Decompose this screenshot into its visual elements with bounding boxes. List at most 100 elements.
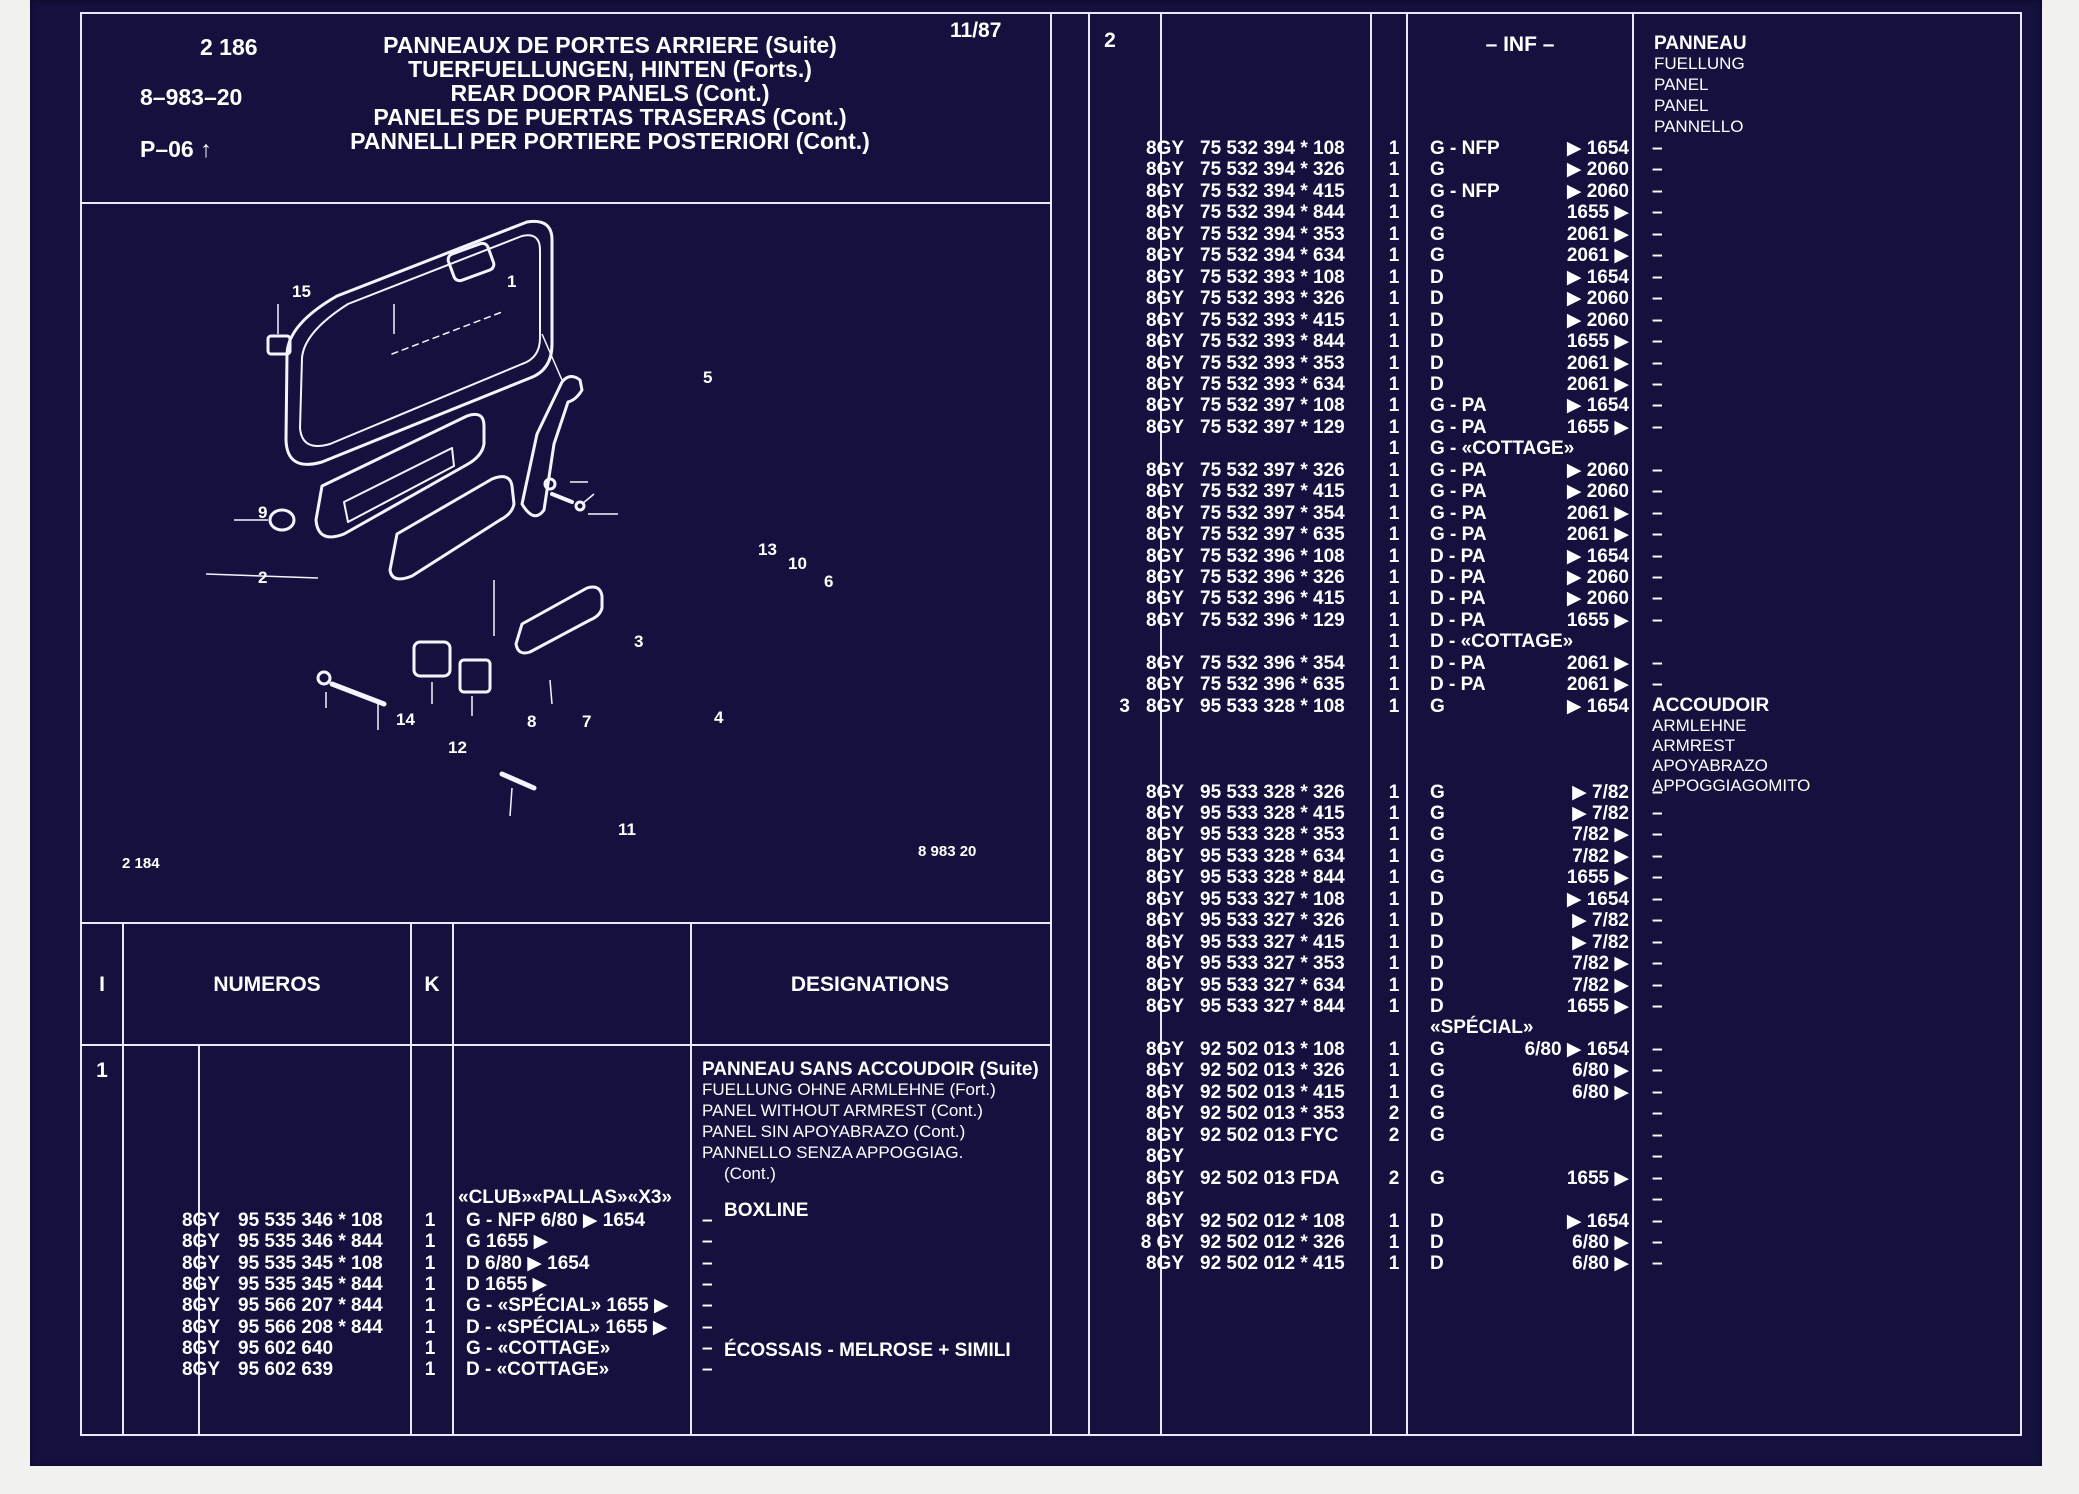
lower-row-dash: –: [702, 1274, 713, 1295]
right-row-inf: 1655 ▶: [1566, 417, 1629, 438]
lower-row-condition: D 1655 ▶: [466, 1274, 548, 1295]
right-row-inf: ▶ 7/82: [1572, 910, 1629, 931]
right-row-model: 8GY: [1145, 567, 1184, 588]
right-row-qty: 1: [1388, 953, 1400, 974]
right-row-dash: –: [1652, 867, 1663, 888]
right-row-inf: 7/82 ▶: [1572, 824, 1629, 845]
right-row-dash: –: [1652, 159, 1663, 180]
right-row-side: D: [1430, 1253, 1444, 1274]
right-row-qty: 1: [1388, 1082, 1400, 1103]
right-row-dash: –: [1652, 546, 1663, 567]
lower-row-model: 8GY: [181, 1338, 220, 1359]
designation-armrest-block: ACCOUDOIR ARMLEHNE ARMREST APOYABRAZO AP…: [1652, 696, 1810, 797]
right-row-qty: 1: [1388, 159, 1400, 180]
lower-des-es: PANEL SIN APOYABRAZO (Cont.): [702, 1122, 966, 1141]
right-row-inf: 2061 ▶: [1566, 245, 1629, 266]
right-row-qty: 1: [1388, 181, 1400, 202]
right-row-dash: –: [1652, 331, 1663, 352]
right-row-dash: –: [1652, 310, 1663, 331]
lower-row-dash: –: [702, 1359, 713, 1380]
lower-row-model: 8GY: [181, 1317, 220, 1338]
lower-row-dash: –: [702, 1210, 713, 1231]
lower-des-it: PANNELLO SENZA APPOGGIAG.: [702, 1143, 964, 1162]
right-row-qty: 1: [1388, 653, 1400, 674]
right-row-model: 8GY: [1145, 1103, 1184, 1124]
right-row-inf: ▶ 2060: [1566, 588, 1629, 609]
right-row-qty: 1: [1388, 438, 1400, 459]
right-col-line-5: [1632, 12, 1634, 1436]
right-row-part-number: 75 532 393 * 108: [1200, 267, 1345, 288]
figure-group-code: 8 983 20: [918, 843, 977, 860]
des-armrest-fr: ACCOUDOIR: [1652, 695, 1770, 716]
lower-row-dash: –: [702, 1317, 713, 1338]
right-row-side: D - PA: [1430, 674, 1486, 695]
right-row-part-number: 92 502 013 * 108: [1200, 1039, 1345, 1060]
right-row-qty: 1: [1388, 910, 1400, 931]
right-row-model: 8GY: [1145, 374, 1184, 395]
right-row-model: 8GY: [1145, 803, 1184, 824]
right-row-qty: 1: [1388, 1039, 1400, 1060]
lower-table-top: [80, 922, 1050, 924]
right-row-inf: 6/80 ▶: [1572, 1232, 1629, 1253]
right-col-line-3: [1370, 12, 1372, 1436]
right-row-side: G: [1430, 696, 1445, 717]
right-row-part-number: 95 533 327 * 326: [1200, 910, 1345, 931]
lower-row-model: 8GY: [181, 1210, 220, 1231]
lower-col-line-3: [410, 922, 412, 1436]
right-row-side: G - PA: [1430, 460, 1487, 481]
right-row-inf: 6/80 ▶: [1572, 1253, 1629, 1274]
lower-row-part-number: 95 566 208 * 844: [238, 1317, 383, 1338]
right-row-side: D - PA: [1430, 588, 1486, 609]
right-row-qty: 1: [1388, 481, 1400, 502]
right-row-part-number: 95 533 328 * 415: [1200, 803, 1345, 824]
lower-row-condition: G - «COTTAGE»: [466, 1338, 611, 1359]
title-de: TUERFUELLUNGEN, HINTEN (Forts.): [408, 56, 812, 82]
right-row-dash: –: [1652, 567, 1663, 588]
lower-ref: 1: [96, 1059, 108, 1082]
right-row-part-number: 92 502 013 * 353: [1200, 1103, 1345, 1124]
right-row-part-number: 92 502 012 * 415: [1200, 1253, 1345, 1274]
right-row-dash: –: [1652, 1125, 1663, 1146]
des-panel-es: PANEL: [1654, 96, 1709, 115]
right-row-model: 8GY: [1145, 331, 1184, 352]
right-row-model: 8GY: [1145, 910, 1184, 931]
right-row-inf: 2061 ▶: [1566, 353, 1629, 374]
des-armrest-de: ARMLEHNE: [1652, 716, 1747, 735]
right-row-qty: 1: [1388, 889, 1400, 910]
center-divider: [1050, 12, 1052, 1436]
right-row-model: 8GY: [1145, 288, 1184, 309]
right-row-side: G: [1430, 1103, 1445, 1124]
right-row-dash: –: [1652, 417, 1663, 438]
right-row-dash: –: [1652, 932, 1663, 953]
col-header-designations: DESIGNATIONS: [790, 973, 950, 996]
lower-des-de: FUELLUNG OHNE ARMLEHNE (Fort.): [702, 1080, 996, 1099]
lower-col-line-5: [690, 922, 692, 1436]
right-col-line-1: [1088, 12, 1090, 1436]
right-row-side: D: [1430, 932, 1444, 953]
right-row-model: 8GY: [1145, 245, 1184, 266]
right-row-side: G: [1430, 1039, 1445, 1060]
right-row-dash: –: [1652, 503, 1663, 524]
lower-row-part-number: 95 535 345 * 844: [238, 1274, 383, 1295]
right-row-inf: ▶ 2060: [1566, 288, 1629, 309]
right-row-part-number: 75 532 394 * 415: [1200, 181, 1345, 202]
des-panel-fr: PANNEAU: [1654, 33, 1747, 54]
lower-col-line-1: [122, 922, 124, 1436]
right-row-side: G: [1430, 1060, 1445, 1081]
des-panel-de: FUELLUNG: [1654, 54, 1745, 73]
right-row-side: G: [1430, 846, 1445, 867]
right-row-dash: –: [1652, 588, 1663, 609]
right-row-side: G: [1430, 224, 1445, 245]
lower-row-part-number: 95 535 346 * 844: [238, 1231, 383, 1252]
lower-row-part-number: 95 535 346 * 108: [238, 1210, 383, 1231]
right-row-side: G: [1430, 245, 1445, 266]
lower-row-part-number: 95 602 640: [238, 1338, 334, 1359]
right-row-qty: 1: [1388, 546, 1400, 567]
right-row-part-number: 95 533 327 * 415: [1200, 932, 1345, 953]
right-row-side: D - PA: [1430, 567, 1486, 588]
right-row-model: 8GY: [1145, 481, 1184, 502]
right-row-side: G: [1430, 1168, 1445, 1189]
lower-row-part-number: 95 535 345 * 108: [238, 1253, 383, 1274]
right-row-dash: –: [1652, 524, 1663, 545]
right-row-inf: ▶ 2060: [1566, 567, 1629, 588]
